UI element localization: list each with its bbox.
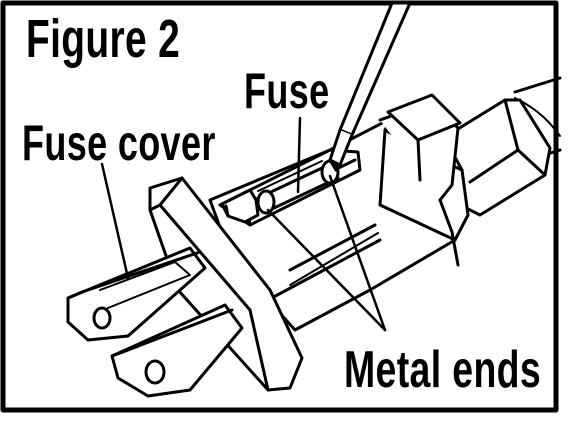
label-fuse-cover: Fuse cover xyxy=(22,115,216,171)
label-metal-ends: Metal ends xyxy=(344,341,542,399)
fuse-cover-part xyxy=(220,188,260,224)
face-plate xyxy=(148,176,304,392)
fuse-pointer xyxy=(296,116,302,194)
prong-upper xyxy=(66,246,207,342)
pointer-lines xyxy=(100,116,387,332)
collar xyxy=(378,93,462,267)
screwdriver-icon xyxy=(328,1,412,172)
fuse-cover-pointer xyxy=(100,162,130,280)
figure-title: Figure 2 xyxy=(26,9,181,69)
prong-lower xyxy=(110,303,244,398)
metal-ends-pointer-left xyxy=(266,208,387,332)
metal-ends-pointer-right xyxy=(328,174,387,332)
label-fuse: Fuse xyxy=(244,63,330,119)
